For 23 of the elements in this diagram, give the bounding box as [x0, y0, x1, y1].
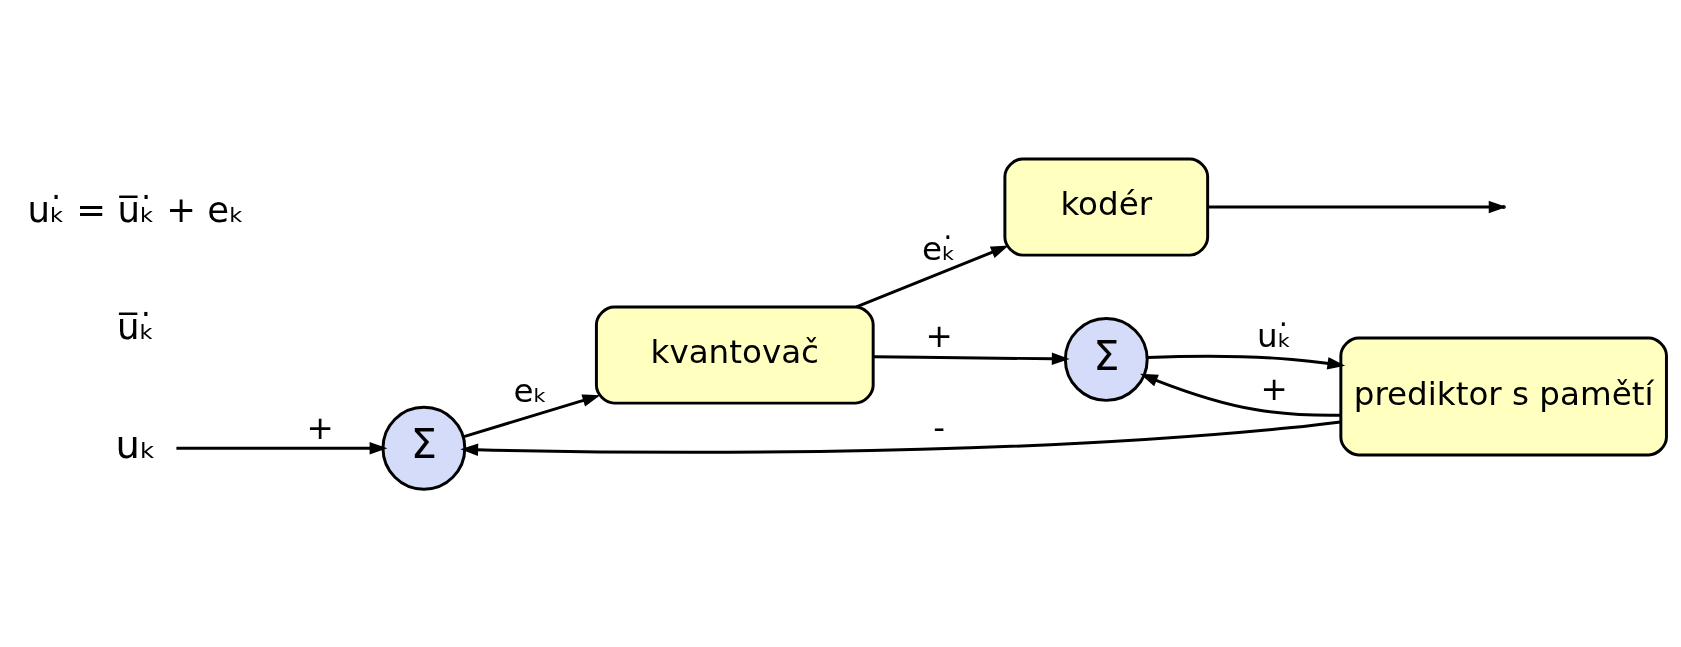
label: uₖ̇ = u̅ₖ̇ + eₖ	[27, 188, 245, 230]
node-circle: Σ	[1063, 316, 1149, 402]
edge-label: +	[925, 316, 953, 355]
arrow	[176, 441, 388, 454]
arrow	[1207, 200, 1507, 213]
edge-label: +	[306, 408, 334, 447]
arrow	[462, 394, 601, 438]
arrow	[1140, 373, 1341, 417]
edge-label: eₖ	[513, 371, 548, 410]
arrow	[460, 419, 1341, 456]
node-box: prediktor s pamětí	[1339, 336, 1668, 456]
edge-label: uₖ̇	[1257, 316, 1292, 355]
node-circle: Σ	[381, 405, 467, 491]
node-box: kodér	[1003, 156, 1210, 257]
edge-label: -	[933, 408, 945, 447]
node-box: kvantovač	[594, 304, 875, 405]
node-text: uₖ	[115, 421, 157, 467]
label: u̅ₖ̇	[117, 305, 155, 347]
arrow	[873, 352, 1070, 365]
edge-label: eₖ̇	[922, 229, 956, 268]
arrow	[855, 245, 1009, 308]
edge-label: +	[1260, 369, 1288, 408]
arrow	[1147, 354, 1346, 369]
